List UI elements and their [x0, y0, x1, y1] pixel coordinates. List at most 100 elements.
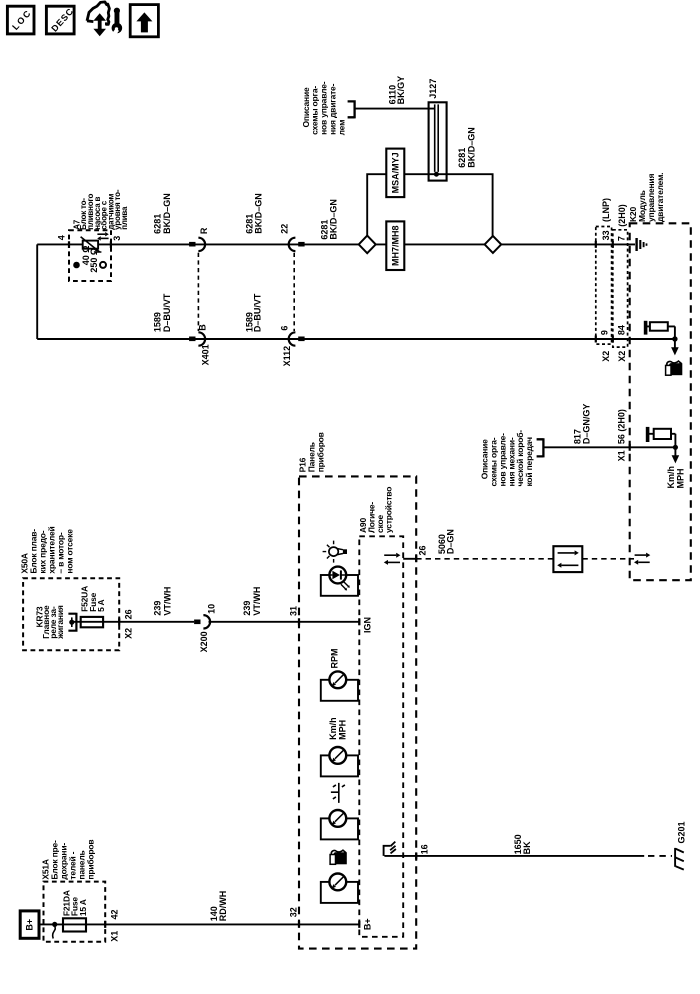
svg-text:ния механи-: ния механи- [506, 437, 516, 486]
svg-text:A7: A7 [72, 219, 81, 230]
svg-text:ческой короб-: ческой короб- [515, 430, 525, 487]
svg-text:управления: управления [646, 174, 656, 222]
svg-text:IGN: IGN [362, 617, 372, 633]
svg-text:ном отсеке: ном отсеке [65, 529, 75, 574]
svg-text:кой передач: кой передач [524, 437, 534, 487]
svg-text:уровня то-: уровня то- [113, 189, 122, 230]
svg-text:D–BU/VT: D–BU/VT [162, 293, 172, 332]
svg-text:1589: 1589 [244, 312, 254, 332]
svg-text:Fuse: Fuse [70, 897, 80, 917]
svg-text:4: 4 [57, 235, 67, 240]
svg-text:6110: 6110 [387, 85, 397, 105]
svg-text:D–BU/VT: D–BU/VT [253, 293, 263, 332]
svg-text:ское: ское [375, 515, 385, 533]
svg-text:Fuse: Fuse [88, 592, 98, 612]
svg-text:KR73: KR73 [34, 606, 44, 627]
svg-text:22: 22 [280, 224, 290, 234]
svg-text:BK/D–GN: BK/D–GN [467, 127, 477, 168]
svg-text:9: 9 [600, 330, 610, 335]
svg-text:нов управле-: нов управле- [497, 433, 507, 487]
svg-text:J127: J127 [428, 79, 438, 99]
svg-text:G201: G201 [677, 821, 687, 843]
svg-text:D–GN/GY: D–GN/GY [582, 404, 592, 445]
svg-text:Блок плав-: Блок плав- [29, 529, 39, 574]
svg-text:40 Ω: 40 Ω [81, 246, 91, 266]
svg-text:приборов: приборов [316, 432, 326, 472]
svg-text:двигателем.: двигателем. [655, 173, 665, 222]
svg-text:приборов: приборов [86, 840, 96, 880]
svg-text:реле за-: реле за- [48, 606, 58, 639]
svg-text:A90: A90 [358, 518, 368, 533]
svg-text:нов управле-: нов управле- [319, 81, 329, 135]
svg-text:84: 84 [616, 325, 626, 335]
svg-text:Блок то-: Блок то- [79, 198, 88, 230]
svg-text:239: 239 [153, 601, 163, 616]
svg-text:BK/D–GN: BK/D–GN [162, 193, 172, 234]
svg-text:ния двигате-: ния двигате- [328, 83, 338, 134]
svg-text:лем: лем [336, 120, 346, 136]
svg-text:250 Ω: 250 Ω [89, 248, 99, 273]
svg-text:31: 31 [288, 606, 298, 616]
svg-text:16: 16 [419, 844, 429, 854]
svg-text:X1: X1 [617, 450, 627, 461]
svg-text:817: 817 [573, 429, 583, 444]
svg-text:5060: 5060 [437, 534, 447, 554]
svg-text:X2: X2 [601, 351, 611, 362]
svg-text:ких предо-: ких предо- [38, 530, 48, 573]
svg-text:– в мотор-: – в мотор- [56, 532, 66, 573]
svg-text:7: 7 [616, 236, 626, 241]
svg-text:42: 42 [110, 909, 120, 919]
svg-text:датчиком: датчиком [106, 194, 115, 230]
svg-text:X200: X200 [199, 631, 209, 652]
svg-text:телей -: телей - [68, 851, 78, 879]
svg-text:X50A: X50A [20, 553, 30, 574]
svg-text:10: 10 [207, 604, 217, 614]
svg-text:140: 140 [209, 906, 219, 921]
svg-text:R: R [199, 227, 209, 234]
svg-text:BK/D–GN: BK/D–GN [254, 193, 264, 234]
svg-text:RD/WH: RD/WH [218, 891, 228, 922]
svg-text:3: 3 [112, 236, 122, 241]
svg-text:6281: 6281 [244, 214, 254, 234]
svg-text:B+: B+ [363, 918, 373, 930]
svg-text:хранителей: хранителей [47, 526, 57, 573]
svg-text:26: 26 [123, 609, 133, 619]
svg-text:239: 239 [242, 601, 252, 616]
svg-text:6281: 6281 [457, 148, 467, 168]
svg-text:пливного: пливного [86, 194, 95, 230]
svg-text:X2: X2 [617, 351, 627, 362]
svg-text:MH7/MH8: MH7/MH8 [391, 225, 401, 266]
svg-text:Блок пре-: Блок пре- [50, 840, 60, 880]
svg-text:дохрани-: дохрани- [59, 843, 69, 880]
svg-text:(2H0): (2H0) [617, 204, 627, 227]
svg-text:X1: X1 [110, 931, 120, 942]
svg-text:насоса в: насоса в [93, 196, 102, 229]
svg-text:D–GN: D–GN [446, 529, 456, 554]
svg-text:B+: B+ [25, 919, 35, 931]
svg-text:15 A: 15 A [78, 899, 88, 916]
svg-text:32: 32 [288, 907, 298, 917]
svg-text:6281: 6281 [153, 214, 163, 234]
svg-text:схемы орга-: схемы орга- [489, 437, 499, 486]
svg-text:Km/h: Km/h [328, 717, 338, 740]
svg-text:VT/WH: VT/WH [252, 587, 262, 616]
svg-text:26: 26 [418, 545, 428, 555]
svg-text:MPH: MPH [338, 720, 348, 740]
svg-text:F21DA: F21DA [61, 890, 71, 916]
svg-text:VT/WH: VT/WH [162, 587, 172, 616]
svg-text:Главное: Главное [41, 605, 51, 639]
svg-text:X112: X112 [282, 346, 292, 367]
svg-text:MSA/MYJ: MSA/MYJ [391, 152, 401, 193]
svg-text:Панель: Панель [307, 442, 317, 472]
svg-text:панель: панель [77, 850, 87, 879]
svg-text:X51A: X51A [41, 859, 51, 880]
svg-text:5 A: 5 A [96, 600, 106, 612]
svg-text:RPM: RPM [330, 649, 340, 669]
svg-text:X2: X2 [123, 628, 133, 639]
svg-text:6: 6 [279, 326, 289, 331]
svg-text:жигания: жигания [55, 605, 65, 640]
svg-text:33: 33 [601, 230, 611, 240]
svg-text:56 (2H0): 56 (2H0) [617, 409, 627, 444]
svg-text:(LNP): (LNP) [601, 198, 611, 222]
svg-text:BK/D–GN: BK/D–GN [329, 199, 339, 240]
